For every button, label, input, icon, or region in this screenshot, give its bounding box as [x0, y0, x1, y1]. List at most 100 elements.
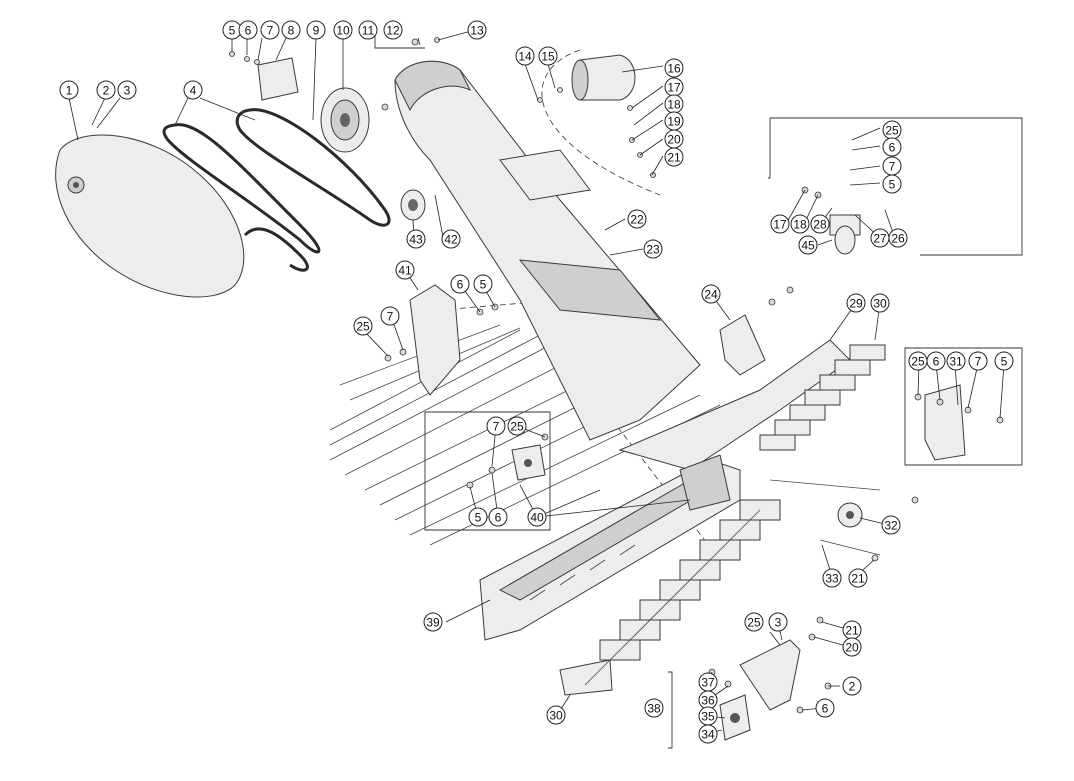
callout-5: 5	[468, 507, 488, 527]
callout-35: 35	[698, 706, 718, 726]
callout-7: 7	[968, 351, 988, 371]
callout-number: 5	[1001, 355, 1008, 369]
callout-12: 12	[383, 20, 403, 40]
callout-number: 35	[701, 710, 715, 724]
callout-25: 25	[353, 316, 373, 336]
callout-circle	[888, 228, 908, 248]
callout-number: 7	[493, 420, 500, 434]
callout-circle	[770, 214, 790, 234]
callout-number: 25	[510, 420, 524, 434]
callout-25: 25	[882, 120, 902, 140]
callout-number: 25	[885, 124, 899, 138]
callout-2: 2	[842, 676, 862, 696]
callout-circle	[968, 351, 988, 371]
callout-number: 2	[849, 680, 856, 694]
callout-number: 34	[701, 728, 715, 742]
callout-8: 8	[281, 20, 301, 40]
callout-number: 45	[801, 239, 815, 253]
callout-number: 41	[398, 264, 412, 278]
callout-number: 6	[457, 278, 464, 292]
callout-circle	[515, 46, 535, 66]
paddle-chain-lower	[559, 499, 781, 696]
callout-circle	[406, 229, 426, 249]
callout-circle	[842, 637, 862, 657]
callout-6: 6	[815, 698, 835, 718]
callout-circle	[353, 316, 373, 336]
callout-circle	[306, 20, 326, 40]
callout-number: 6	[495, 511, 502, 525]
callout-circle	[467, 20, 487, 40]
callout-3: 3	[117, 80, 137, 100]
callout-number: 25	[356, 320, 370, 334]
callout-number: 6	[245, 24, 252, 38]
callout-circle	[643, 239, 663, 259]
callout-25: 25	[908, 351, 928, 371]
callout-number: 7	[267, 24, 274, 38]
callout-10: 10	[333, 20, 353, 40]
callout-number: 33	[825, 572, 839, 586]
callout-27: 27	[870, 228, 890, 248]
conveyor-head	[618, 339, 851, 511]
flange-plate	[511, 444, 546, 481]
callout-circle	[441, 229, 461, 249]
callout-number: 31	[949, 355, 963, 369]
callout-number: 3	[124, 84, 131, 98]
callout-number: 1	[66, 84, 73, 98]
callout-circle	[380, 306, 400, 326]
callout-number: 24	[704, 288, 718, 302]
callout-number: 6	[889, 141, 896, 155]
callout-20: 20	[842, 637, 862, 657]
callout-circle	[281, 20, 301, 40]
callout-number: 29	[849, 297, 863, 311]
callout-number: 22	[630, 213, 644, 227]
callout-circle	[926, 351, 946, 371]
callout-number: 21	[845, 624, 859, 638]
callout-circle	[822, 568, 842, 588]
callout-circle	[527, 507, 547, 527]
callout-number: 11	[362, 24, 375, 38]
callout-circle	[627, 209, 647, 229]
callout-circle	[842, 676, 862, 696]
callout-circle	[882, 137, 902, 157]
small-plate	[257, 57, 299, 101]
callout-number: 10	[336, 24, 350, 38]
callout-circle	[768, 612, 788, 632]
callout-circle	[423, 612, 443, 632]
callout-number: 43	[409, 233, 423, 247]
callout-18: 18	[664, 94, 684, 114]
callout-36: 36	[698, 690, 718, 710]
callout-circle	[260, 20, 280, 40]
callout-6: 6	[450, 274, 470, 294]
leader-lines	[68, 29, 1005, 734]
callout-number: 6	[933, 355, 940, 369]
callout-circle	[183, 80, 203, 100]
callout-5: 5	[222, 20, 242, 40]
callout-6: 6	[238, 20, 258, 40]
callout-28: 28	[810, 214, 830, 234]
callout-circle	[848, 568, 868, 588]
callout-6: 6	[488, 507, 508, 527]
callout-number: 25	[911, 355, 925, 369]
callout-number: 26	[891, 232, 905, 246]
callout-19: 19	[664, 111, 684, 131]
sprocket	[769, 479, 881, 556]
callout-31: 31	[946, 351, 966, 371]
callout-number: 8	[288, 24, 295, 38]
callout-number: 7	[975, 355, 982, 369]
callout-number: 25	[747, 616, 761, 630]
callout-circle	[810, 214, 830, 234]
callout-30: 30	[870, 293, 890, 313]
callout-15: 15	[538, 46, 558, 66]
callout-number: 21	[851, 572, 865, 586]
callout-circle	[238, 20, 258, 40]
callout-7: 7	[882, 156, 902, 176]
callout-circle	[870, 293, 890, 313]
side-plate	[719, 314, 766, 376]
callout-number: 9	[313, 24, 320, 38]
callout-17: 17	[770, 214, 790, 234]
cover-plate	[924, 384, 966, 461]
callout-41: 41	[395, 260, 415, 280]
callout-3: 3	[768, 612, 788, 632]
callout-circle	[881, 515, 901, 535]
